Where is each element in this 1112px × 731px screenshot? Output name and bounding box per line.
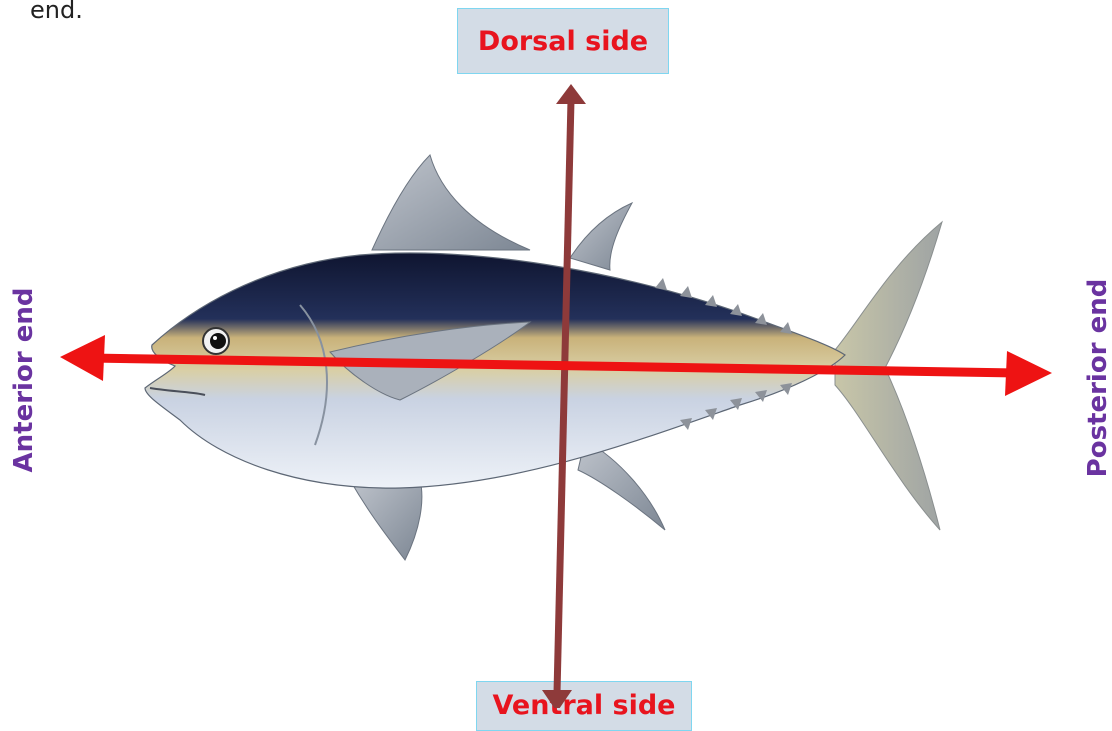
ventral-side-label: Ventral side bbox=[476, 681, 692, 731]
posterior-end-label: Posterior end bbox=[1083, 279, 1112, 478]
fish-body bbox=[145, 253, 845, 488]
pelvic-fin bbox=[350, 480, 422, 560]
first-dorsal-fin bbox=[372, 155, 530, 250]
dorsal-side-label: Dorsal side bbox=[457, 8, 669, 74]
tuna-illustration bbox=[0, 0, 1112, 708]
anterior-end-label: Anterior end bbox=[9, 288, 39, 473]
caudal-fin bbox=[835, 222, 942, 530]
second-dorsal-fin bbox=[570, 203, 632, 270]
